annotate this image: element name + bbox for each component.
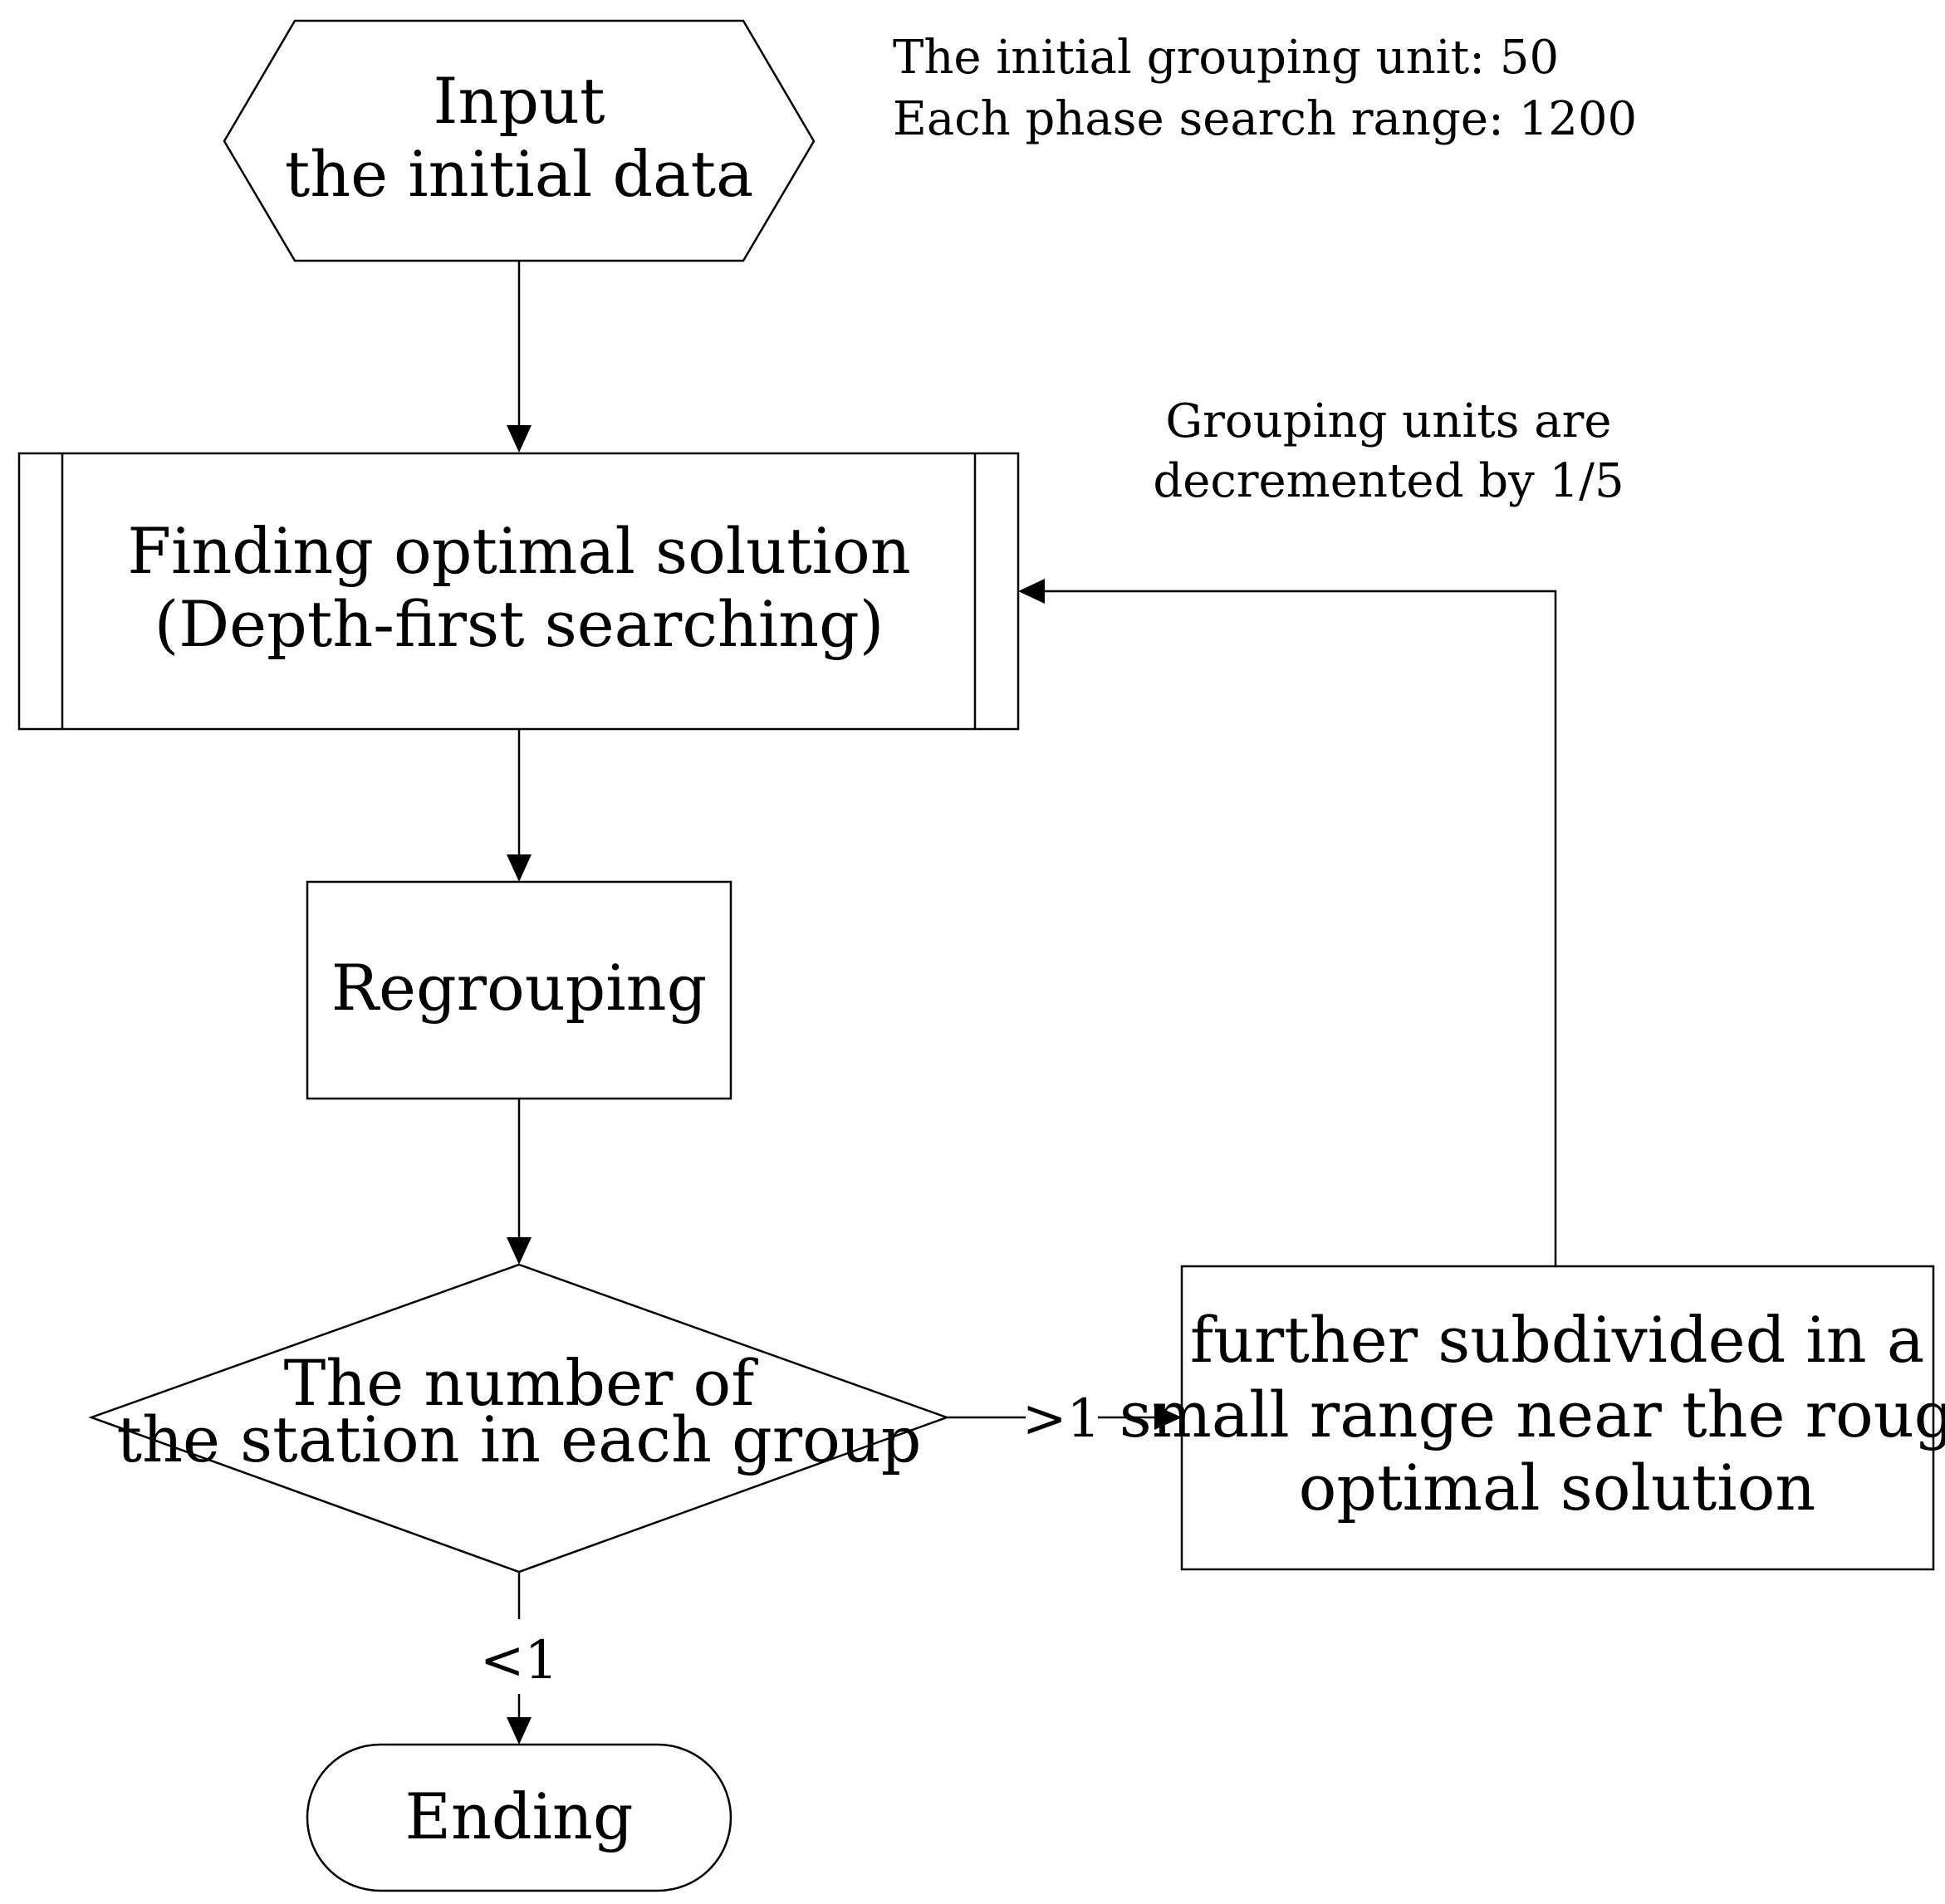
input-node: Input the initial data [223,19,816,262]
decision-node-line2: the station in each group [117,1402,922,1476]
edge-subdivide-loop-to-finding [1018,579,1557,1266]
arrowhead [507,1237,532,1265]
subdivide-node: further subdivided in a small range near… [1119,1265,1945,1571]
regrouping-node: Regrouping [306,880,732,1100]
phase-search-range-text: Each phase search range: 1200 [893,92,1637,146]
subdivide-box [1180,1265,1935,1571]
decision-node: The number of the station in each group [88,1263,950,1574]
regrouping-node-label: Regrouping [331,951,707,1025]
subdivide-node-line1: further subdivided in a [1190,1303,1924,1377]
subdivide-node-line2: small range near the rough [1119,1378,1945,1451]
edge-finding-to-regrouping [507,729,532,882]
arrowhead [1154,1405,1182,1430]
subdivide-node-line3: optimal solution [1299,1451,1816,1525]
finding-node-line1: Finding optimal solution [127,514,910,588]
arrowhead [507,1717,532,1745]
ending-terminal [306,1743,732,1892]
finding-node-line2: (Depth-first searching) [154,587,884,661]
edge-decision-to-ending: <1 [480,1572,558,1745]
input-hexagon [223,19,816,262]
loop-note-line2: decremented by 1/5 [1153,454,1624,508]
input-node-line2: the initial data [285,137,754,211]
arrowhead [507,425,532,453]
ending-node: Ending [306,1743,732,1892]
decision-node-line1: The number of [284,1346,759,1420]
edge-label-greater-than-one: >1 [1022,1388,1100,1450]
edge-label-less-than-one: <1 [480,1630,558,1691]
ending-node-label: Ending [405,1779,634,1853]
edge-input-to-finding [507,261,532,453]
arrowhead [1018,579,1045,604]
edge-regrouping-to-decision [507,1099,532,1265]
loop-note-annotation: Grouping units are decremented by 1/5 [1153,394,1624,508]
regrouping-box [306,880,732,1100]
initial-params-annotation: The initial grouping unit: 50 Each phase… [893,31,1637,146]
finding-node: Finding optimal solution (Depth-first se… [17,452,1020,731]
arrowhead [507,854,532,882]
initial-grouping-unit-text: The initial grouping unit: 50 [893,31,1559,85]
edge-decision-to-subdivide: >1 [947,1388,1182,1450]
loop-note-line1: Grouping units are [1165,394,1611,448]
finding-process-box [17,452,1020,731]
input-node-line1: Input [433,64,605,138]
